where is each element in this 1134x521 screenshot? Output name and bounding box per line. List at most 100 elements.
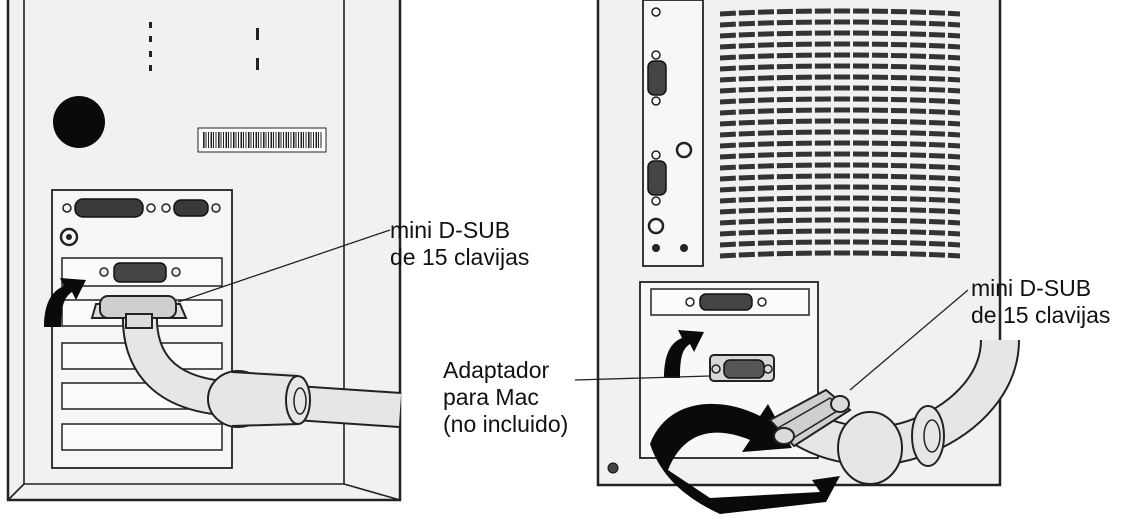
vga-port-right: [699, 293, 753, 311]
insert-arrow-large: [650, 403, 840, 514]
barcode-label: [197, 127, 327, 153]
barcode-bar: [303, 132, 304, 148]
barcode-bar: [320, 132, 322, 148]
vent-slat: [719, 140, 961, 149]
vent-slat: [719, 74, 961, 83]
barcode-bar: [233, 132, 235, 148]
barcode-bar: [265, 132, 267, 148]
barcode-bar: [308, 132, 310, 148]
barcode-bar: [283, 132, 284, 148]
barcode-bar: [298, 132, 299, 148]
leader-line-adapter: [574, 375, 711, 381]
barcode-bar: [243, 132, 244, 148]
barcode-bar: [213, 132, 214, 148]
barcode-bar: [238, 132, 239, 148]
barcode-bar: [288, 132, 289, 148]
barcode-bar: [310, 132, 312, 148]
vent-slat: [719, 63, 961, 72]
parallel-port: [74, 198, 144, 218]
vent-slat: [719, 52, 961, 61]
vent-slat: [719, 85, 961, 94]
barcode-bar: [305, 132, 307, 148]
computer-left: [6, 0, 402, 502]
barcode-bar: [270, 132, 273, 148]
computer-left-bevel: [7, 0, 401, 501]
barcode-bar: [208, 132, 209, 148]
barcode-bar: [313, 132, 314, 148]
insert-arrow-small: [664, 330, 704, 378]
barcode-bar: [250, 132, 252, 148]
barcode-bar: [263, 132, 265, 148]
cable-right: [768, 338, 1020, 485]
vent-slat: [719, 184, 961, 193]
io-panel-right-upper: [642, 0, 704, 267]
computer-right: [574, 0, 1020, 514]
barcode-bar: [235, 132, 237, 148]
barcode-bar: [315, 132, 318, 148]
audio-jack: [59, 227, 79, 247]
vent-slat: [719, 30, 961, 39]
barcode-bar: [318, 132, 319, 148]
vent-slat: [719, 228, 961, 237]
barcode-bar: [225, 132, 228, 148]
vent-slat: [719, 19, 961, 28]
vent-slat: [719, 239, 961, 248]
vga-port-left: [113, 262, 167, 283]
barcode-bar: [300, 132, 303, 148]
vent-slat: [719, 217, 961, 226]
callout-mac-adapter-line1: Adaptador: [443, 357, 550, 383]
barcode-bar: [248, 132, 250, 148]
barcode-bar: [273, 132, 274, 148]
callout-connector-right-line1: mini D-SUB: [971, 275, 1092, 301]
barcode-bar: [280, 132, 282, 148]
barcode-bar: [278, 132, 280, 148]
vent-slat: [719, 206, 961, 215]
vent-slat: [719, 107, 961, 116]
callout-connector-left-line1: mini D-SUB: [390, 217, 511, 243]
barcode-bar: [230, 132, 232, 148]
power-button: [53, 96, 105, 148]
serial-port: [173, 199, 209, 217]
barcode-bar: [223, 132, 224, 148]
barcode-bar: [215, 132, 217, 148]
barcode-bar: [295, 132, 297, 148]
vent-grille: [719, 8, 961, 259]
vent-slat: [719, 129, 961, 138]
vent-slat: [719, 96, 961, 105]
leader-line-right: [849, 289, 969, 391]
barcode-bar: [205, 132, 207, 148]
callout-mac-adapter-line2: para Mac: [443, 384, 539, 410]
vent-slat: [719, 118, 961, 127]
barcode-bar: [203, 132, 205, 148]
indicator-dots: [149, 22, 259, 71]
callout-connector-right-line2: de 15 clavijas: [971, 302, 1111, 328]
barcode-bar: [255, 132, 258, 148]
barcode-bar: [210, 132, 213, 148]
vent-slat: [719, 250, 961, 259]
barcode-bar: [228, 132, 229, 148]
barcode-bar: [220, 132, 222, 148]
barcode-bar: [245, 132, 247, 148]
callout-mac-adapter-line3: (no incluido): [443, 411, 569, 437]
vent-slat: [719, 41, 961, 50]
vent-slat: [719, 8, 961, 17]
mac-adapter: [709, 354, 775, 382]
vent-slat: [719, 195, 961, 204]
barcode-bar: [218, 132, 220, 148]
callout-connector-right: mini D-SUB de 15 clavijas: [971, 275, 1110, 329]
barcode-bar: [253, 132, 254, 148]
barcode-bar: [268, 132, 269, 148]
callout-connector-left: mini D-SUB de 15 clavijas: [390, 217, 529, 271]
vent-slat: [719, 162, 961, 171]
barcode-bar: [293, 132, 295, 148]
vent-slat: [719, 173, 961, 182]
cable-left: [90, 295, 402, 428]
leader-line-left: [177, 229, 391, 303]
callout-mac-adapter: Adaptador para Mac (no incluido): [443, 357, 568, 438]
barcode-bar: [258, 132, 259, 148]
vent-slat: [719, 151, 961, 160]
barcode-bar: [260, 132, 262, 148]
barcode-bar: [275, 132, 277, 148]
barcode-bar: [285, 132, 288, 148]
